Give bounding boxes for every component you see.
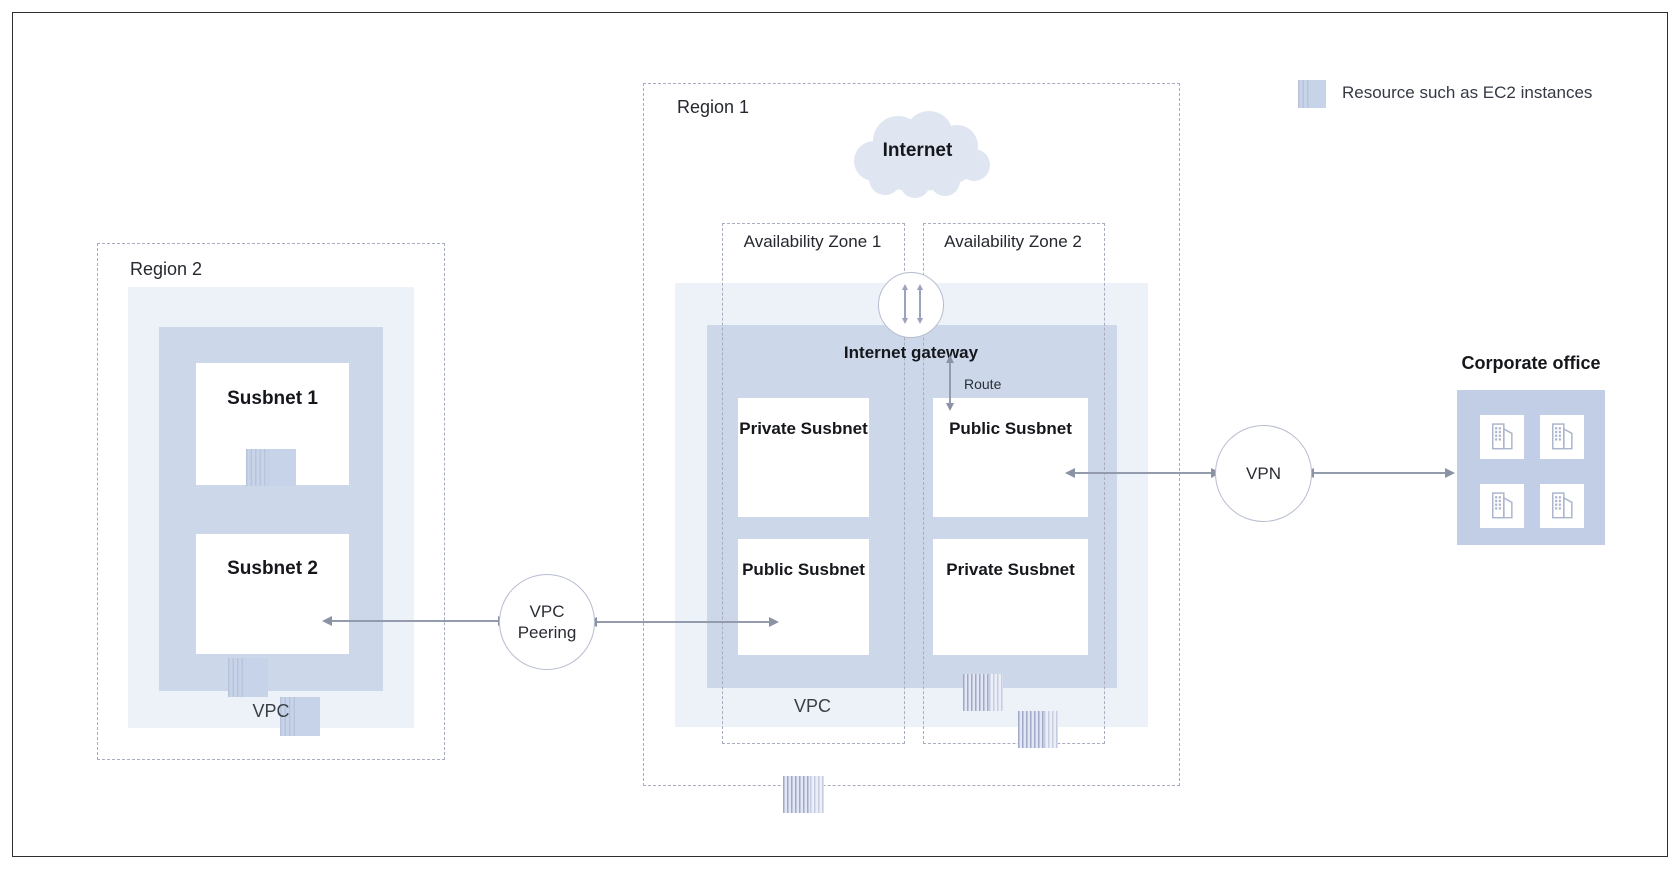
office-tile [1480,415,1524,459]
resource-icon [228,658,268,697]
az2-private-subnet-box [933,539,1088,655]
legend-label: Resource such as EC2 instances [1342,83,1593,102]
corporate-office-label: Corporate office [1461,353,1601,373]
resource-icon [1018,711,1058,748]
legend-resource-swatch [1298,80,1326,108]
az1-public-subnet-box [738,539,869,655]
vpn-circle: VPN [1215,425,1312,522]
route-arrow [949,363,951,403]
outer-frame-border [12,12,1668,857]
building-icon [1492,492,1513,519]
vpn-arrow-right [1314,472,1445,474]
region2-subnet2-box [196,534,349,654]
peering-arrow-left [332,620,498,622]
office-tile [1540,484,1584,528]
office-tile [1480,484,1524,528]
internet-gateway-icon [878,272,944,338]
resource-icon [783,776,824,813]
building-icon [1492,423,1513,450]
az2-container [923,223,1105,744]
az1-private-subnet-box [738,398,869,517]
subnet-label: Private Susbnet [946,560,1075,579]
subnet-label: Private Susbnet [739,419,868,438]
vpn-arrow-left [1075,472,1211,474]
peering-arrow-right [597,621,769,623]
building-icon [1552,492,1573,519]
az2-public-subnet-box [933,398,1088,517]
up-down-arrow-icon [919,290,921,318]
resource-icon [963,674,1003,711]
az1-label: Availability Zone 1 [743,232,882,251]
office-tile [1540,415,1584,459]
subnet-label: Susbnet 1 [227,388,318,409]
subnet-label: Susbnet 2 [227,558,318,579]
az1-container [722,223,905,744]
resource-icon [280,697,320,736]
internet-cloud-icon [854,111,990,198]
region1-vpc-label: VPC [793,696,831,716]
route-label: Route [964,376,1002,392]
region2-label: Region 2 [130,259,203,279]
az2-label: Availability Zone 2 [944,232,1082,251]
subnet-label: Public Susbnet [742,560,865,579]
region2-container [97,243,445,760]
region1-label: Region 1 [677,97,750,117]
subnet-label: Public Susbnet [949,419,1072,438]
vpn-label: VPN [1246,464,1281,483]
building-icon [1552,423,1573,450]
resource-icon [246,449,296,486]
internet-gateway-label: Internet gateway [843,343,979,362]
vpc-peering-label: VPC Peering [517,602,577,642]
internet-label: Internet [882,140,953,161]
region2-vpc-label: VPC [252,701,290,721]
vpc-peering-circle: VPC Peering [499,574,595,670]
region1-container [643,83,1180,786]
up-down-arrow-icon [904,290,906,318]
